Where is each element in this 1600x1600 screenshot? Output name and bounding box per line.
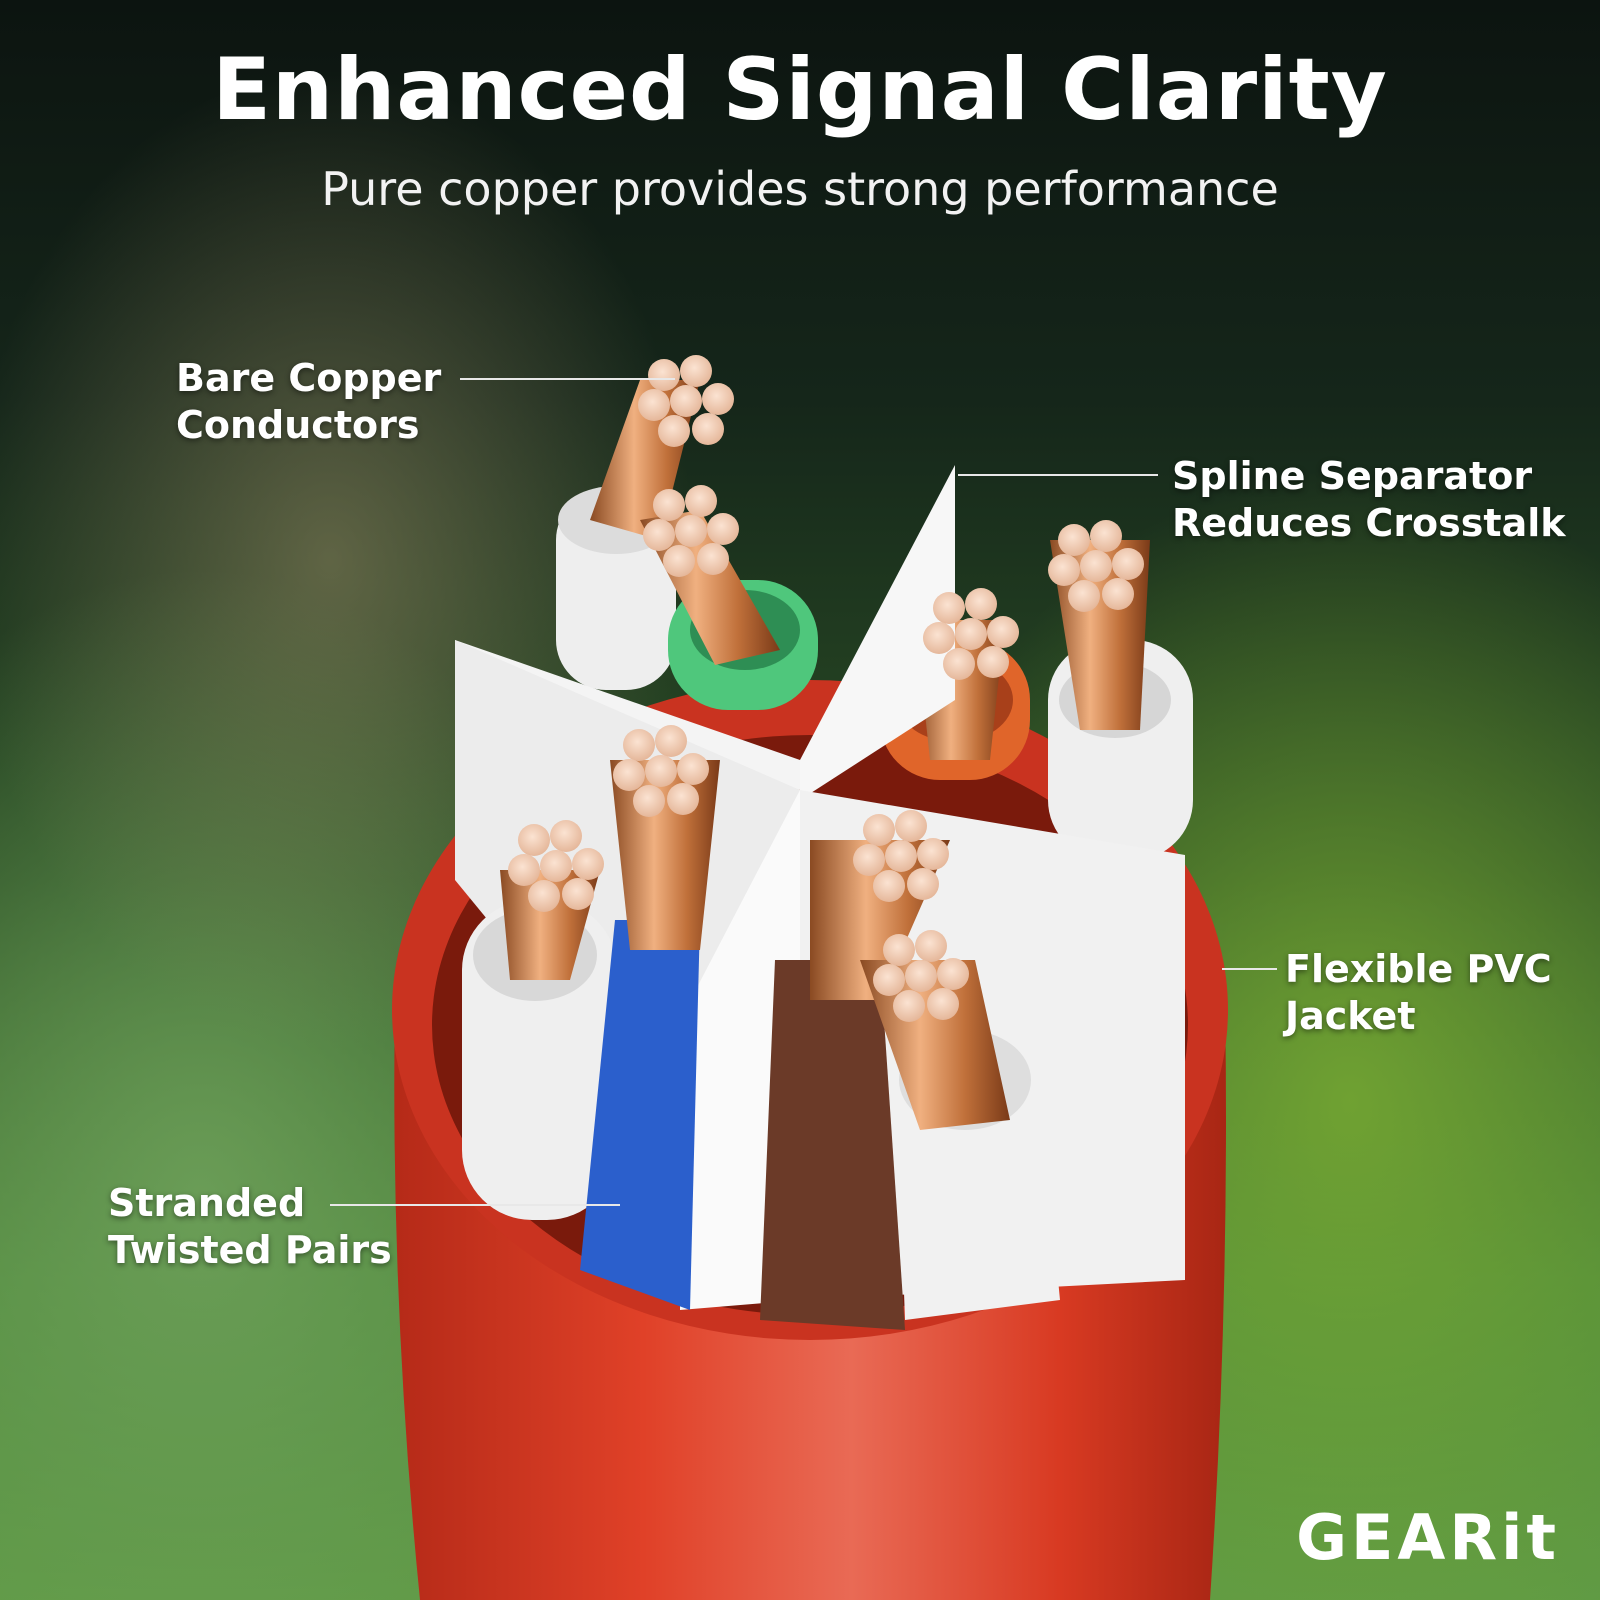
- callout-line: Stranded: [108, 1181, 306, 1225]
- callout-jacket: Flexible PVC Jacket: [1285, 946, 1552, 1040]
- leader-bare-copper: [460, 378, 675, 380]
- wire-white-front-left: [462, 870, 617, 1220]
- callout-line: Bare Copper: [176, 356, 442, 400]
- leader-spline: [958, 474, 1158, 476]
- page-title: Enhanced Signal Clarity: [212, 40, 1388, 140]
- callout-line: Twisted Pairs: [108, 1228, 392, 1272]
- callout-stranded: Stranded Twisted Pairs: [108, 1180, 392, 1274]
- leader-stranded: [330, 1204, 620, 1206]
- callout-line: Spline Separator: [1172, 454, 1533, 498]
- strand-caps: [508, 355, 1144, 1022]
- callout-line: Flexible PVC: [1285, 947, 1552, 991]
- page-subtitle: Pure copper provides strong performance: [321, 162, 1279, 216]
- callout-line: Conductors: [176, 403, 420, 447]
- callout-spline: Spline Separator Reduces Crosstalk: [1172, 453, 1566, 547]
- callout-line: Reduces Crosstalk: [1172, 501, 1566, 545]
- callout-line: Jacket: [1285, 994, 1416, 1038]
- brand-logo: GEARit: [1296, 1501, 1560, 1574]
- callout-bare-copper: Bare Copper Conductors: [176, 355, 441, 449]
- leader-jacket: [1222, 968, 1277, 970]
